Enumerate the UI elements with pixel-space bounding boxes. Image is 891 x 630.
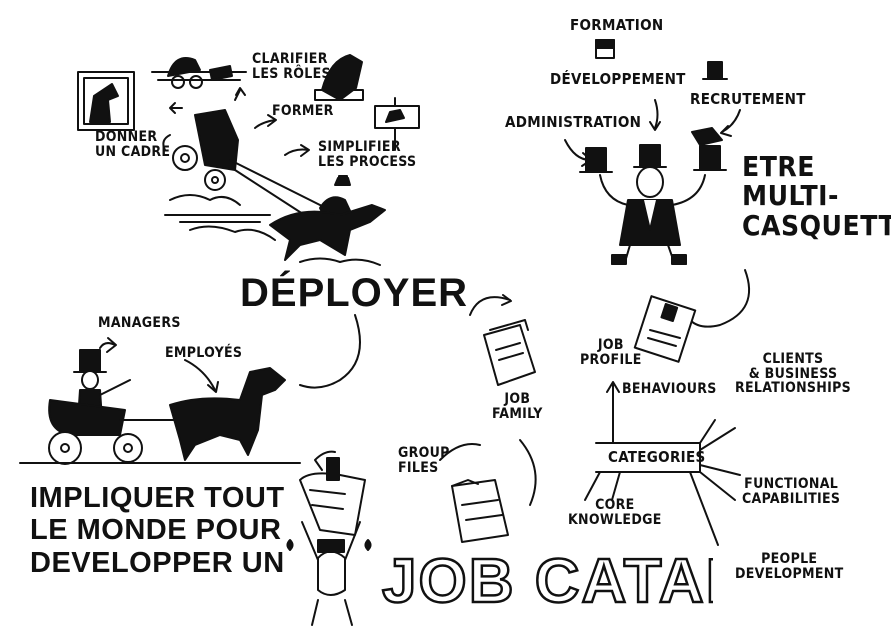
job-catalog-logo: JOB CATALOG [381, 546, 713, 618]
label-clients-business-relationships: CLIENTS & BUSINESS RELATIONSHIPS [735, 351, 852, 397]
label-clarifier-roles: CLARIFIER LES RÔLES [252, 51, 331, 82]
carriage-scene [19, 337, 301, 465]
multi-hat-figure [564, 39, 741, 265]
job-catalog-text: JOB CATALOG [382, 547, 713, 616]
label-job-profile: JOB PROFILE [580, 337, 642, 368]
label-job-family: JOB FAMILY [492, 391, 543, 422]
label-donner-cadre: DONNER UN CADRE [95, 129, 171, 160]
label-behaviours: BEHAVIOURS [622, 381, 717, 397]
label-impliquer-tout-le-monde: IMPLIQUER TOUT LE MONDE POUR DEVELOPPER … [30, 482, 285, 579]
label-core-knowledge: CORE KNOWLEDGE [568, 497, 662, 528]
label-managers: MANAGERS [98, 315, 181, 331]
label-deployer: DÉPLOYER [240, 271, 469, 315]
label-former: FORMER [272, 103, 334, 119]
label-recrutement: RECRUTEMENT [690, 90, 806, 108]
label-group-files: GROUP FILES [398, 445, 450, 476]
label-functional-capabilities: FUNCTIONAL CAPABILITIES [742, 476, 841, 507]
label-developpement: DÉVELOPPEMENT [550, 70, 686, 88]
label-employes: EMPLOYÉS [165, 345, 243, 361]
job-catalog-diagram [286, 294, 741, 626]
label-administration: ADMINISTRATION [505, 113, 642, 131]
label-formation: FORMATION [570, 16, 664, 34]
label-people-development: PEOPLE DEVELOPMENT [735, 551, 844, 582]
label-simplifier-process: SIMPLIFIER LES PROCESS [318, 139, 417, 170]
label-etre-multi-casquette: ETRE MULTI- CASQUETTE [742, 150, 891, 242]
label-categories: CATEGORIES [608, 448, 706, 466]
deploy-scene [77, 54, 420, 266]
